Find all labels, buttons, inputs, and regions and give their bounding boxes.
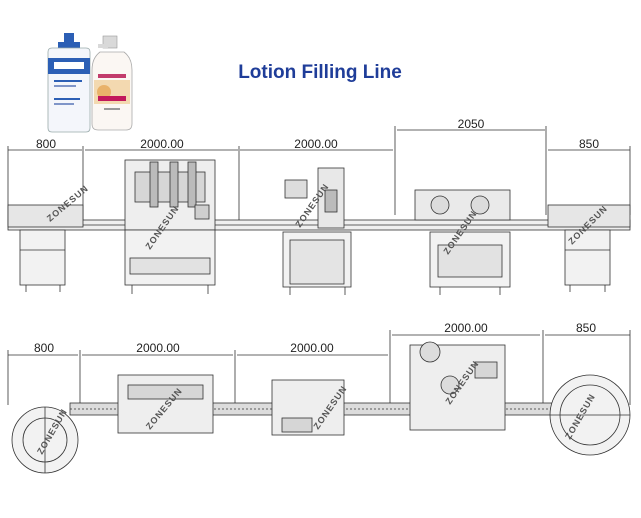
front-dim-4: 2050 [458, 117, 485, 131]
front-dim-5: 850 [579, 137, 599, 151]
top-dim-5: 850 [576, 321, 596, 335]
top-dim-4: 2000.00 [444, 321, 488, 335]
top-view [7, 330, 631, 474]
front-view [7, 126, 631, 295]
front-dim-1: 800 [36, 137, 56, 151]
top-dim-1: 800 [34, 341, 54, 355]
front-dim-2: 2000.00 [140, 137, 184, 151]
top-dim-2: 2000.00 [136, 341, 180, 355]
product-bottle-cetaphil [47, 33, 91, 133]
diagram-title: Lotion Filling Line [238, 62, 402, 83]
product-bottle-pink [91, 35, 133, 131]
front-dim-3: 2000.00 [294, 137, 338, 151]
top-dim-3: 2000.00 [290, 341, 334, 355]
